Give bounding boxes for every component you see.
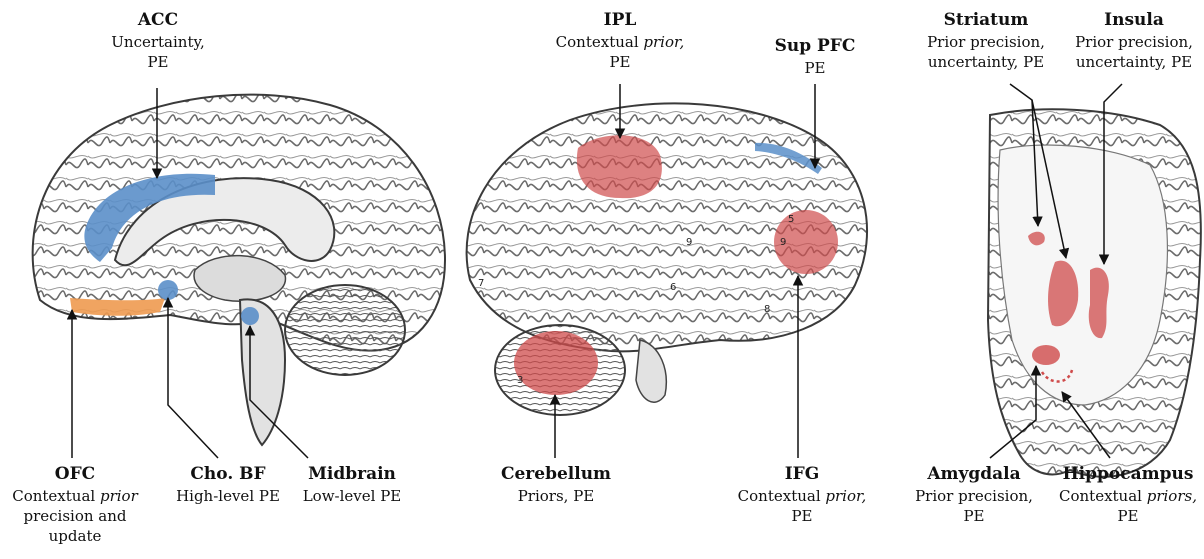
gyrus-number: 9 [686,237,692,248]
lateral-brainstem [636,340,666,402]
insula-desc: Prior precision, uncertainty, PE [1064,32,1204,72]
gyrus-number: 9 [780,237,786,248]
striatum-label: Striatum Prior precision, uncertainty, P… [912,8,1060,72]
amygdala-desc: Prior precision, PE [904,486,1044,526]
cho-bf-region [158,280,178,300]
acc-name: ACC [80,8,236,32]
lateral-view-brain [467,103,867,415]
hippocampus-name: Hippocampus [1052,462,1204,486]
cho-bf-label: Cho. BF High-level PE [170,462,286,506]
ifg-desc: Contextual prior, PE [722,486,882,526]
ipl-label: IPL Contextual prior, PE [540,8,700,72]
insula-label: Insula Prior precision, uncertainty, PE [1064,8,1204,72]
cho-bf-name: Cho. BF [170,462,286,486]
hippocampus-desc: Contextual priors, PE [1052,486,1204,526]
ipl-desc: Contextual prior, PE [540,32,700,72]
ipl-name: IPL [540,8,700,32]
ofc-region [70,298,165,316]
gyrus-number: 5 [788,214,794,225]
hippocampus-label: Hippocampus Contextual priors, PE [1052,462,1204,526]
cerebellum-desc: Priors, PE [494,486,618,506]
sup-pfc-desc: PE [760,58,870,78]
striatum-name: Striatum [912,8,1060,32]
ofc-desc: Contextual prior precision and update [0,486,150,546]
coronal-white-matter [998,145,1167,405]
sup-pfc-label: Sup PFC PE [760,34,870,78]
medial-cerebellum [285,285,405,375]
ofc-label: OFC Contextual prior precision and updat… [0,462,150,546]
cerebellum-name: Cerebellum [494,462,618,486]
amygdala-label: Amygdala Prior precision, PE [904,462,1044,526]
ipl-region [577,135,662,198]
midbrain-desc: Low-level PE [290,486,414,506]
cerebellum-region [514,331,598,395]
insula-name: Insula [1064,8,1204,32]
coronal-section-brain [988,109,1201,476]
medial-view-brain [33,95,445,445]
gyrus-number: 6 [670,282,676,293]
ifg-label: IFG Contextual prior, PE [722,462,882,526]
ifg-name: IFG [722,462,882,486]
gyrus-number: 7 [478,278,484,289]
midbrain-region [241,307,259,325]
acc-desc: Uncertainty, PE [80,32,236,72]
gyrus-number: 3 [517,375,523,386]
acc-label: ACC Uncertainty, PE [80,8,236,72]
ofc-name: OFC [0,462,150,486]
midbrain-label: Midbrain Low-level PE [290,462,414,506]
midbrain-name: Midbrain [290,462,414,486]
sup-pfc-name: Sup PFC [760,34,870,58]
amygdala-region [1032,345,1060,365]
gyrus-number: 8 [764,304,770,315]
insula-region [1089,268,1109,339]
amygdala-name: Amygdala [904,462,1044,486]
striatum-desc: Prior precision, uncertainty, PE [912,32,1060,72]
cho-bf-desc: High-level PE [170,486,286,506]
cerebellum-label: Cerebellum Priors, PE [494,462,618,506]
